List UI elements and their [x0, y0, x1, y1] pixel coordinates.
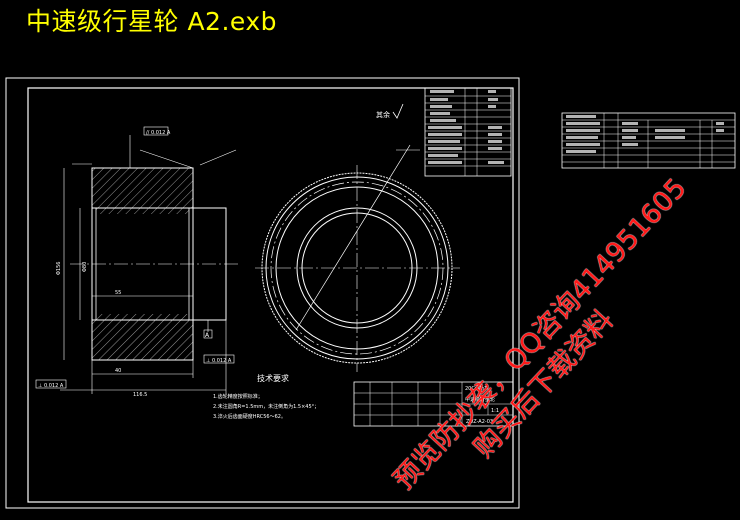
roughness-rest-label: 其余 — [376, 110, 390, 119]
tolerance-frame-top-text: // 0.012 A — [146, 130, 171, 136]
dim-bore-diameter: Φ80 — [82, 262, 88, 272]
tech-note-2: 2.未注圆角R=1.5mm，未注倒角为1.5×45°； — [213, 403, 319, 410]
tolerance-frame-top — [143, 126, 169, 136]
front-view-gear — [255, 144, 460, 372]
tech-note-1: 1.齿轮精度按照标准； — [213, 393, 263, 400]
dim-hub: 55 — [115, 290, 121, 296]
outer-sheet-border — [5, 77, 520, 509]
section-view — [60, 135, 240, 394]
tech-note-3: 3.淬火后齿面硬度HRC56～62。 — [213, 413, 286, 420]
dim-outer-diameter: Φ156 — [56, 262, 62, 275]
tech-requirements-title: 技术要求 — [257, 373, 289, 383]
tolerance-frame-bottom-text: ⊥ 0.012 A — [206, 358, 232, 364]
side-mesh-table — [561, 112, 736, 169]
title-block-scale: 1:1 — [491, 408, 499, 414]
dim-total: 116.5 — [133, 392, 147, 398]
tolerance-frame-bottom — [203, 354, 235, 364]
window-title: 中速级行星轮 A2.exb — [26, 7, 278, 36]
inner-drawing-frame — [27, 87, 514, 503]
title-block-code: ZDZ-A2-03 — [466, 419, 493, 425]
tolerance-frame-left — [35, 379, 67, 389]
title-block — [353, 381, 514, 427]
tolerance-frame-left-text: ⊥ 0.012 A — [38, 383, 64, 389]
dim-width: 40 — [115, 368, 121, 374]
datum-box — [203, 329, 213, 339]
datum-label: A — [205, 332, 210, 339]
gear-parameter-table — [424, 87, 512, 177]
roughness-symbol — [392, 103, 404, 119]
title-block-material: 20CrMnTi — [465, 386, 489, 392]
title-block-part-name: 中速级行星轮 — [465, 396, 495, 403]
